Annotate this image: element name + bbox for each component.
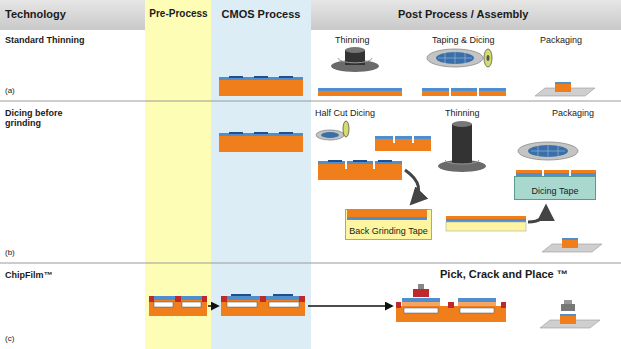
flip-arrow [405,170,419,203]
row-letter: (c) [5,334,14,343]
flip-arrow [528,207,546,222]
step-label: Thinning [445,108,480,118]
flipped-wafer [347,209,427,220]
row-title: Dicing before grinding [5,108,85,129]
row-separator [0,101,621,102]
package [542,238,602,252]
dicing-frame-icon [518,142,578,160]
thinned-wafer [318,88,402,96]
column-header: Technology [5,8,66,21]
grinder-icon [331,47,379,72]
thinned-wafer [516,170,596,176]
step-label: Half Cut Dicing [315,108,375,118]
tape-box: Dicing Tape [514,176,596,200]
dicing-saw-icon [316,121,349,140]
row-separator [0,263,621,264]
node-text: Dicing Tape [532,186,579,196]
process-arrow [208,305,218,307]
row-title: ChipFilm™ [5,270,53,280]
half-cut-wafer [318,160,402,180]
node-text: Back Grinding Tape [349,226,427,236]
grinder-icon [438,121,486,172]
step-label: Pick, Crack and Place ™ [440,268,568,281]
row-letter: (a) [5,86,15,95]
chipfilm-wafer [396,298,506,322]
dicing-frame-icon [427,49,492,67]
package [535,82,595,96]
pick-tool [413,284,429,297]
thinned-wafer-on-tape [446,216,526,231]
wafer [219,76,303,96]
wafer [219,132,303,152]
step-label: Taping & Dicing [432,35,495,45]
step-label: Packaging [540,35,582,45]
row-title: Standard Thinning [5,35,85,45]
diced-wafer [422,88,506,96]
node-text: CMOS Process [222,8,301,21]
node-text: Pre-Process [149,8,207,20]
step-label: Thinning [335,35,370,45]
process-arrow [308,305,392,307]
chipfilm-cmos-wafer [221,294,305,316]
column-header: Post Process / Assembly [398,8,528,21]
package [540,300,600,328]
row-letter: (b) [5,248,15,257]
half-cut-wafer [375,136,431,151]
step-label: Packaging [552,108,594,118]
chipfilm-substrate [149,296,207,316]
